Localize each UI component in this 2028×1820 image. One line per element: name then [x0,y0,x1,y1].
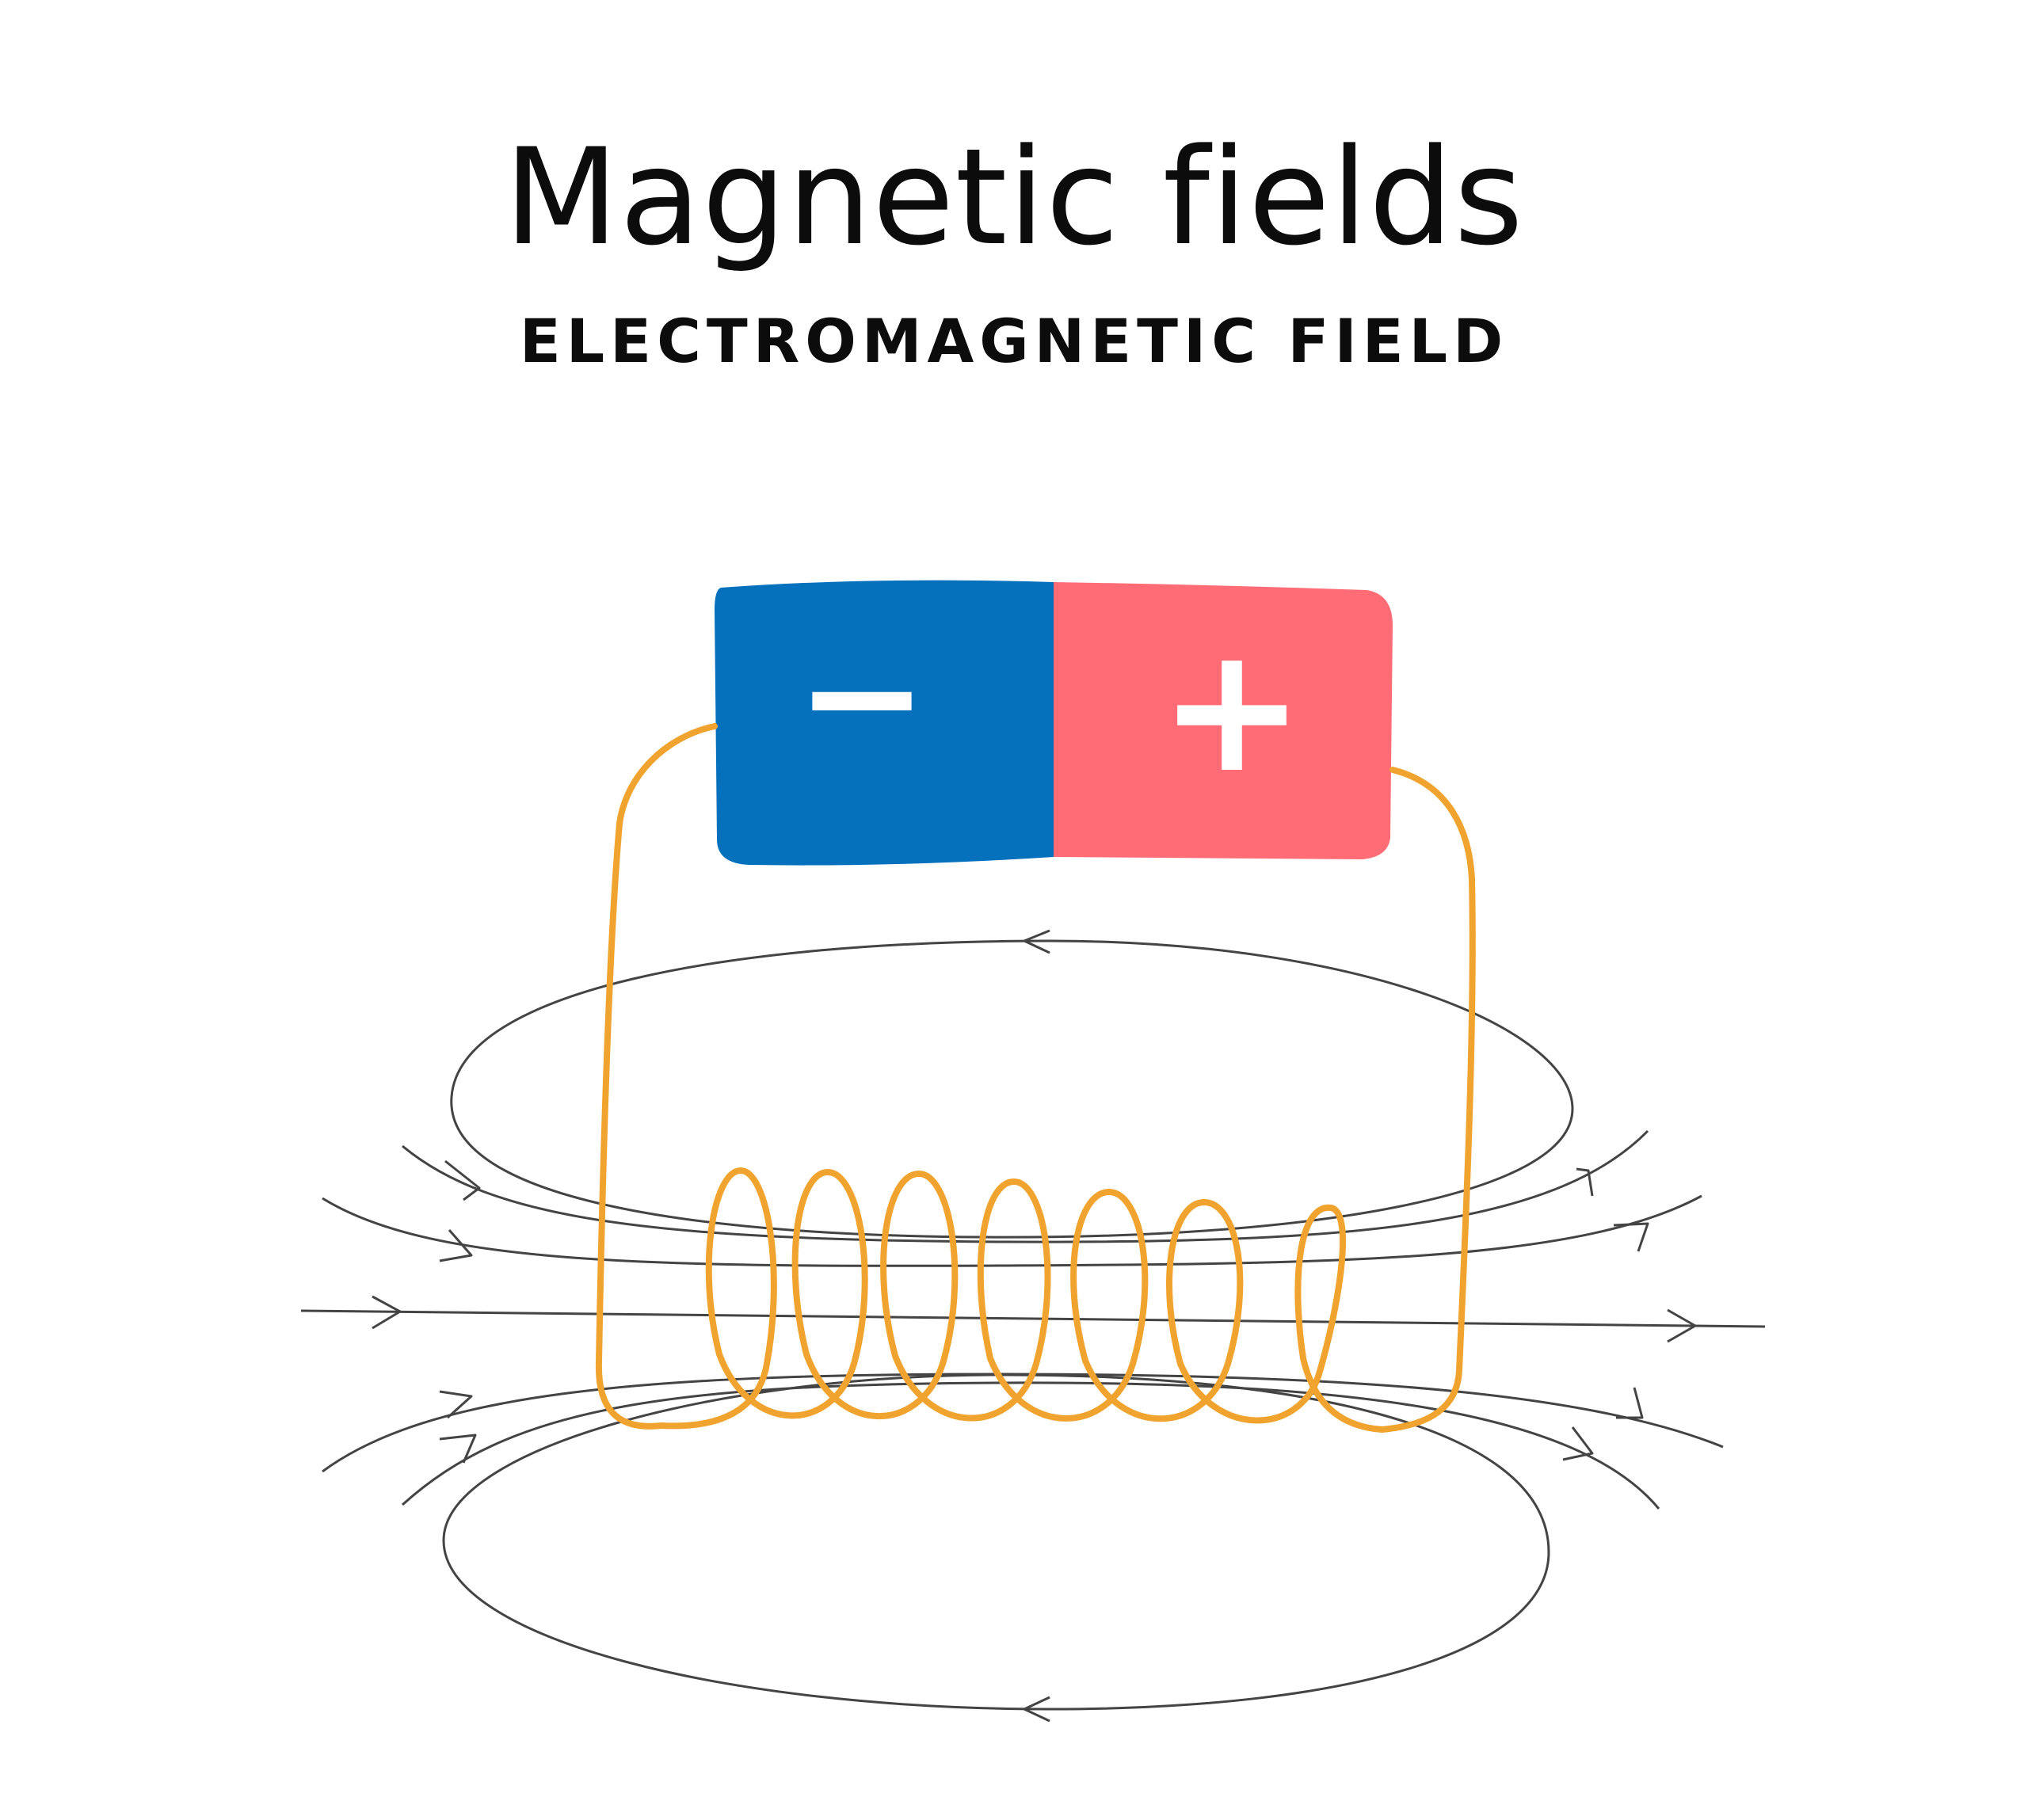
page-subtitle: ELECTROMAGNETIC FIELD [519,306,1509,376]
arrow-upper-outer-right [1576,1167,1594,1197]
battery-negative-terminal [715,580,1054,866]
arrow-top [1023,929,1050,954]
field-line-upper-outer [402,1129,1649,1243]
arrow-bottom [1023,1696,1050,1723]
page-title: Magnetic fields [504,120,1524,275]
wire [595,723,1476,1433]
wire-left-lead [595,723,718,1430]
arrow-upper-inner-right [1613,1222,1649,1252]
field-loop-upper [450,939,1574,1239]
field-line-lower-outer [401,1381,1660,1510]
field-loop-lower [442,1373,1550,1711]
positive-symbol: + [1159,608,1305,811]
field-arrows [372,929,1697,1723]
wire-right-lead [1379,767,1476,1433]
battery: − + [715,580,1393,866]
arrow-lower-outer-left [439,1434,477,1464]
negative-symbol: − [795,604,928,789]
field-line-axis [300,1309,1766,1328]
arrow-lower-inner-left [439,1390,473,1419]
arrow-axis-left [372,1295,402,1330]
arrow-upper-outer-left [444,1159,481,1201]
solenoid-coil [658,1167,1386,1433]
battery-positive-terminal [1054,582,1393,859]
magnetic-field-lines [300,939,1766,1711]
arrow-upper-inner-left [439,1229,473,1262]
arrow-axis-right [1667,1308,1697,1343]
arrow-lower-inner-right [1616,1387,1644,1419]
arrow-lower-outer-right [1562,1426,1594,1461]
